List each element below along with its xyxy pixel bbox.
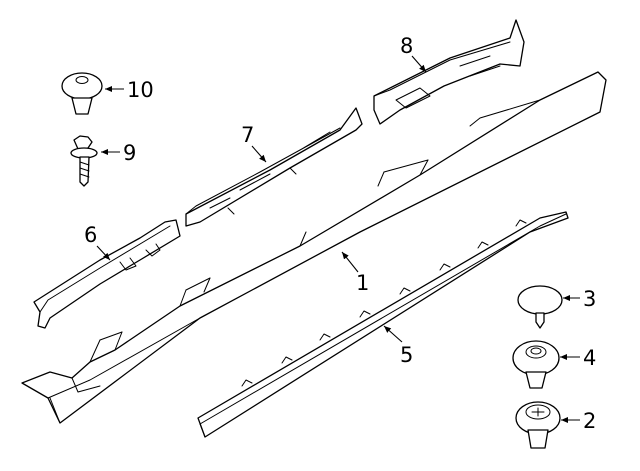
leader-7 [251,145,267,163]
part-4-grommet [512,340,560,389]
part-6-bracket [33,219,181,329]
callout-labels: 1 2 3 4 5 6 7 8 9 10 [84,34,596,433]
callout-1: 1 [356,271,369,295]
part-3-round-clip [517,285,563,329]
leader-5 [383,325,403,343]
callout-2: 2 [583,409,596,433]
leader-6 [96,245,111,261]
part-8-bracket [373,19,525,125]
callout-3: 3 [583,287,596,311]
leader-1 [341,251,359,273]
callout-8: 8 [400,34,413,58]
leader-lines [96,55,580,423]
part-5-trim-strip [197,211,569,438]
callout-6: 6 [84,223,97,247]
callout-7: 7 [241,123,254,147]
callout-4: 4 [583,346,596,370]
leader-8 [411,55,427,73]
callout-10: 10 [127,78,154,102]
part-7-bracket [185,107,363,227]
callout-9: 9 [123,141,136,165]
part-1-rocker-panel [21,71,607,424]
part-9-screw [70,135,98,187]
part-2-cross-clip [515,401,561,449]
part-10-push-clip [61,72,103,115]
callout-5: 5 [400,343,413,367]
